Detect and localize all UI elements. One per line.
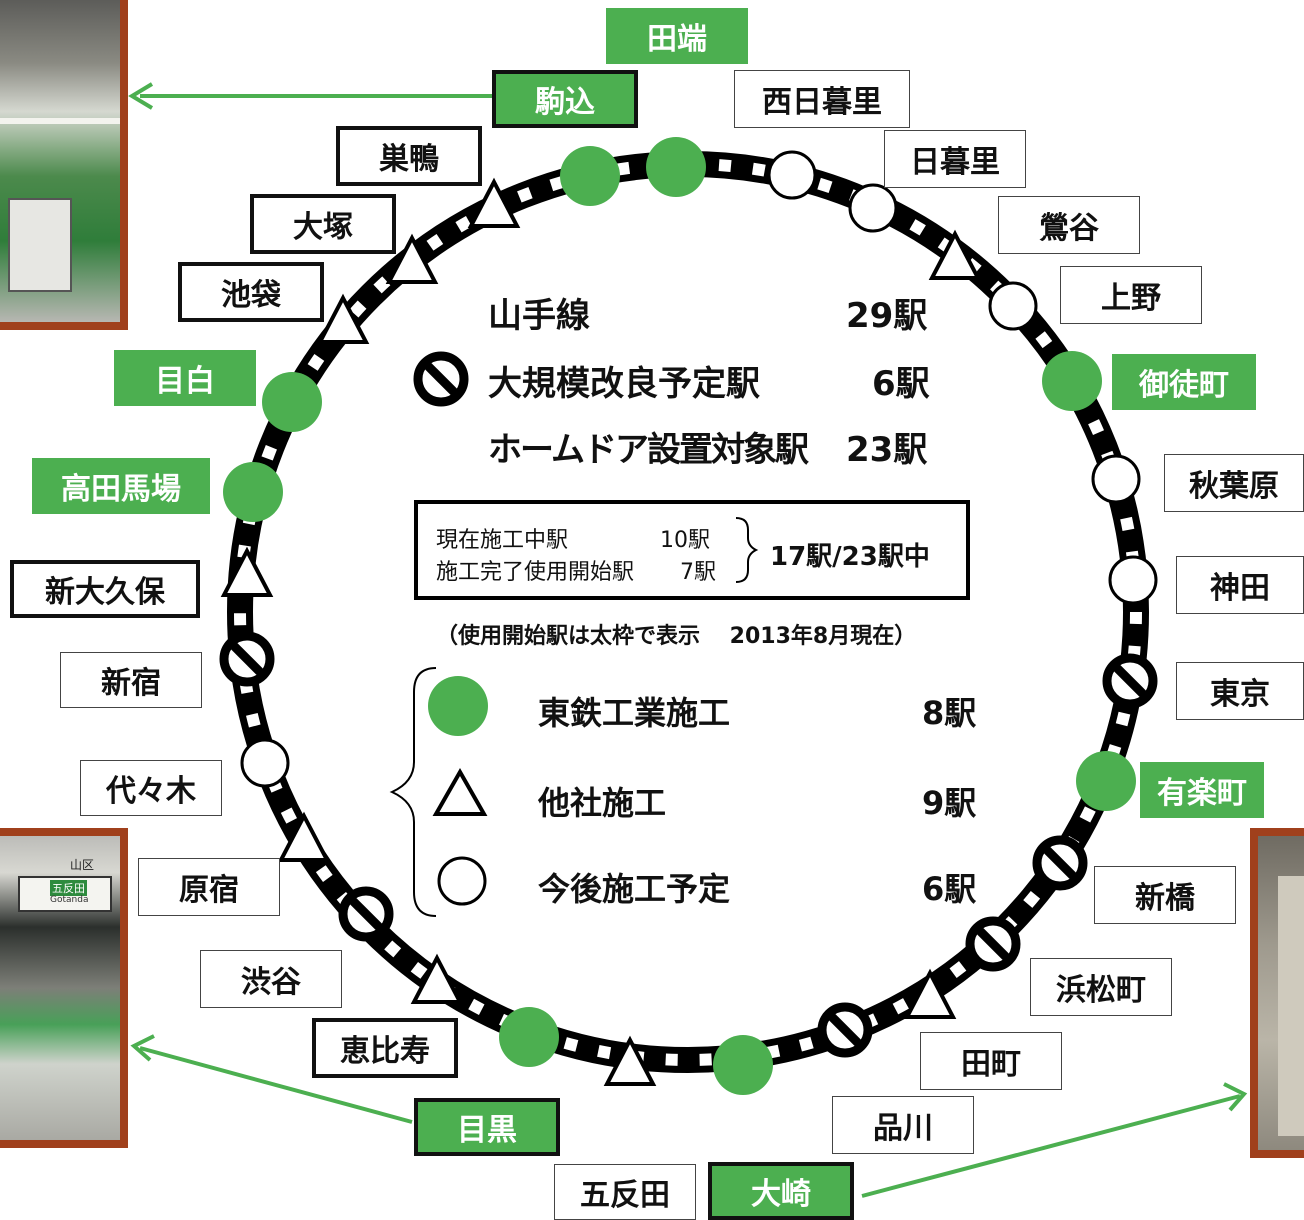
legend-brace bbox=[389, 667, 437, 917]
legend-label-0: 東鉄工業施工 bbox=[538, 694, 731, 732]
station-label-24: 新大久保 bbox=[10, 560, 200, 618]
station-label-23: 新宿 bbox=[60, 652, 202, 708]
station-marker-1 bbox=[646, 137, 706, 197]
legend-count-2: 6駅 bbox=[922, 870, 977, 908]
station-label-10: 東京 bbox=[1176, 662, 1304, 720]
triangle-legend-icon bbox=[432, 767, 488, 816]
station-marker-14 bbox=[903, 968, 957, 1019]
station-marker-7 bbox=[1042, 351, 1102, 411]
legend-shapes bbox=[389, 351, 970, 917]
status-line2-count: 7駅 bbox=[680, 560, 716, 585]
station-marker-18 bbox=[499, 1007, 559, 1067]
status-brace bbox=[735, 517, 759, 583]
station-marker-9 bbox=[1108, 555, 1158, 605]
station-label-18: 目黒 bbox=[414, 1098, 560, 1156]
station-marker-22 bbox=[240, 738, 290, 788]
station-marker-26 bbox=[262, 372, 322, 432]
station-label-11: 有楽町 bbox=[1140, 762, 1264, 818]
photo-bottom-right bbox=[1250, 828, 1304, 1158]
station-label-3: 西日暮里 bbox=[734, 70, 910, 128]
station-label-22: 代々木 bbox=[80, 760, 222, 816]
legend-total-count: 29駅 bbox=[846, 296, 928, 336]
photo-bottom-left: 山区 五反田 Gotanda bbox=[0, 828, 128, 1148]
status-box bbox=[414, 500, 970, 600]
station-label-26: 目白 bbox=[114, 350, 256, 406]
arrow-osaki bbox=[861, 1094, 1241, 1198]
station-marker-5 bbox=[928, 229, 982, 280]
station-marker-21 bbox=[277, 811, 331, 862]
station-label-13: 浜松町 bbox=[1030, 958, 1172, 1016]
legend-doors-label: ホームドア設置対象駅 bbox=[488, 430, 809, 470]
green-circle-legend-icon bbox=[428, 676, 488, 736]
station-marker-17 bbox=[603, 1035, 657, 1086]
station-label-8: 秋葉原 bbox=[1164, 454, 1304, 512]
station-label-17: 五反田 bbox=[554, 1164, 696, 1220]
station-marker-27 bbox=[316, 293, 370, 344]
station-label-21: 原宿 bbox=[138, 858, 280, 916]
station-marker-25 bbox=[223, 462, 283, 522]
status-summary: 17駅/23駅中 bbox=[770, 542, 930, 572]
station-sign-name: 五反田 bbox=[50, 880, 87, 896]
station-label-4: 日暮里 bbox=[884, 130, 1026, 188]
station-marker-10 bbox=[1102, 653, 1158, 709]
arrow-osaki-head bbox=[1223, 1082, 1248, 1112]
legend-label-2: 今後施工予定 bbox=[538, 870, 731, 908]
station-sign-romaji: Gotanda bbox=[50, 895, 89, 905]
station-label-16: 大崎 bbox=[708, 1162, 854, 1220]
status-line1-label: 現在施工中駅 bbox=[436, 528, 569, 553]
station-marker-11 bbox=[1076, 751, 1136, 811]
station-sign-top: 山区 bbox=[70, 858, 95, 872]
station-label-19: 恵比寿 bbox=[312, 1018, 458, 1078]
station-sign: 山区 五反田 Gotanda bbox=[18, 858, 112, 912]
station-marker-28 bbox=[385, 233, 439, 284]
station-label-14: 田町 bbox=[920, 1032, 1062, 1090]
station-marker-4 bbox=[848, 183, 898, 233]
station-label-12: 新橋 bbox=[1094, 866, 1236, 924]
legend-upgrade-count: 6駅 bbox=[872, 364, 930, 404]
station-label-25: 高田馬場 bbox=[32, 458, 210, 514]
station-marker-24 bbox=[220, 546, 274, 597]
white-circle-legend-icon bbox=[437, 856, 487, 906]
station-marker-2 bbox=[560, 146, 620, 206]
station-label-2: 駒込 bbox=[492, 70, 638, 128]
station-marker-12 bbox=[1032, 835, 1088, 891]
station-marker-23 bbox=[219, 631, 275, 687]
station-label-1: 田端 bbox=[606, 8, 748, 64]
station-label-28: 大塚 bbox=[250, 194, 396, 254]
arrow-meguro bbox=[139, 1046, 413, 1124]
station-marker-19 bbox=[410, 953, 464, 1004]
station-label-29: 巣鴨 bbox=[336, 126, 482, 186]
station-label-9: 神田 bbox=[1176, 556, 1304, 614]
arrow-komagome-head bbox=[128, 82, 154, 110]
photo-arrows bbox=[128, 82, 1248, 1198]
photo-top-left bbox=[0, 0, 128, 330]
station-marker-15 bbox=[817, 1002, 873, 1058]
station-markers bbox=[219, 137, 1158, 1095]
legend-upgrade-label: 大規模改良予定駅 bbox=[488, 364, 760, 404]
footnote: （使用開始駅は太枠で表示 2013年8月現在） bbox=[436, 624, 917, 649]
station-marker-13 bbox=[965, 916, 1021, 972]
station-label-7: 御徒町 bbox=[1112, 354, 1256, 410]
station-label-27: 池袋 bbox=[178, 262, 324, 322]
station-marker-20 bbox=[338, 886, 394, 942]
station-label-15: 品川 bbox=[832, 1096, 974, 1154]
station-label-6: 上野 bbox=[1060, 266, 1202, 324]
legend-count-1: 9駅 bbox=[922, 784, 977, 822]
legend-title: 山手線 bbox=[488, 296, 590, 336]
legend-doors-count: 23駅 bbox=[846, 430, 928, 470]
station-marker-8 bbox=[1091, 454, 1141, 504]
station-marker-16 bbox=[713, 1035, 773, 1095]
station-marker-3 bbox=[767, 150, 817, 200]
station-marker-29 bbox=[467, 177, 521, 228]
arrow-meguro-head bbox=[130, 1034, 155, 1062]
station-label-20: 渋谷 bbox=[200, 950, 342, 1008]
station-label-5: 鶯谷 bbox=[998, 196, 1140, 254]
status-line2-label: 施工完了使用開始駅 bbox=[436, 560, 635, 585]
legend-label-1: 他社施工 bbox=[538, 784, 667, 822]
legend-count-0: 8駅 bbox=[922, 694, 977, 732]
station-marker-6 bbox=[988, 281, 1038, 331]
status-line1-count: 10駅 bbox=[660, 528, 710, 553]
